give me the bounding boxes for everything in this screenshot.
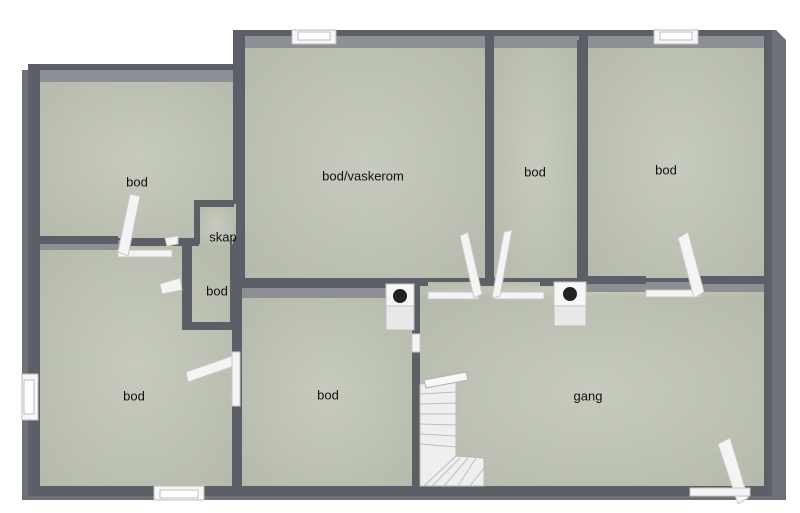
wall-small-bod-right (230, 244, 238, 328)
wall-closet-top (194, 200, 234, 207)
chimneys (385, 281, 587, 331)
door-top-left (117, 193, 141, 257)
wall-v-hall-left (412, 286, 420, 334)
door-small-bod (159, 277, 183, 295)
threshold-top-left (117, 249, 173, 258)
door-small-top (164, 235, 179, 247)
staircase (419, 371, 485, 487)
door-right (677, 231, 705, 299)
label-top-left-storage: bod (126, 174, 148, 189)
threshold-hall-left (411, 333, 421, 353)
wall-h-mid-a (478, 278, 496, 286)
label-small-storage: bod (206, 283, 228, 298)
door-middle (491, 229, 513, 299)
interior-walls (28, 40, 772, 494)
label-bottom-middle-storage: bod (317, 387, 339, 402)
door-laundry (459, 231, 483, 299)
threshold-bottom-left (231, 351, 241, 407)
wall-v-left (233, 64, 243, 204)
threshold-laundry (427, 291, 479, 300)
wall-closet-left (194, 200, 200, 244)
label-middle-storage: bod (524, 164, 546, 179)
wall-h-right-b (700, 276, 772, 284)
floors (40, 44, 764, 486)
floor-bod-vaskerom (245, 44, 485, 278)
floor-top-right (588, 44, 764, 278)
wall-small-bod-bottom (182, 322, 236, 330)
doors (117, 193, 751, 505)
threshold-middle (493, 291, 545, 300)
wall-small-bod-left (182, 244, 192, 328)
floor-bottom-left (40, 246, 232, 486)
label-bottom-left-storage: bod (123, 388, 145, 403)
label-hallway: gang (574, 388, 603, 403)
wall-v-laundry-right (485, 40, 494, 286)
room-labels: bod bod/vaskerom bod bod skap bod bod bo… (123, 162, 677, 403)
threshold-exterior (689, 487, 751, 497)
wall-h-right (586, 276, 646, 284)
wall-faces (40, 36, 764, 298)
wall-v-mid-right (577, 40, 586, 286)
label-closet: skap (209, 229, 236, 244)
wall-v-left-lower (232, 404, 240, 494)
floor-bottom-middle (242, 296, 414, 486)
floor-hallway (420, 296, 764, 486)
wall-v-hall-left-b (412, 350, 418, 490)
wall-h-mid-left (238, 278, 428, 286)
windows (21, 29, 699, 501)
floor-closet (199, 206, 233, 246)
label-storage-laundry: bod/vaskerom (322, 168, 404, 183)
stair-rail (423, 371, 469, 389)
label-top-right-storage: bod (655, 162, 677, 177)
wall-v-left-mid (232, 328, 240, 352)
wall-h-left (28, 236, 118, 244)
